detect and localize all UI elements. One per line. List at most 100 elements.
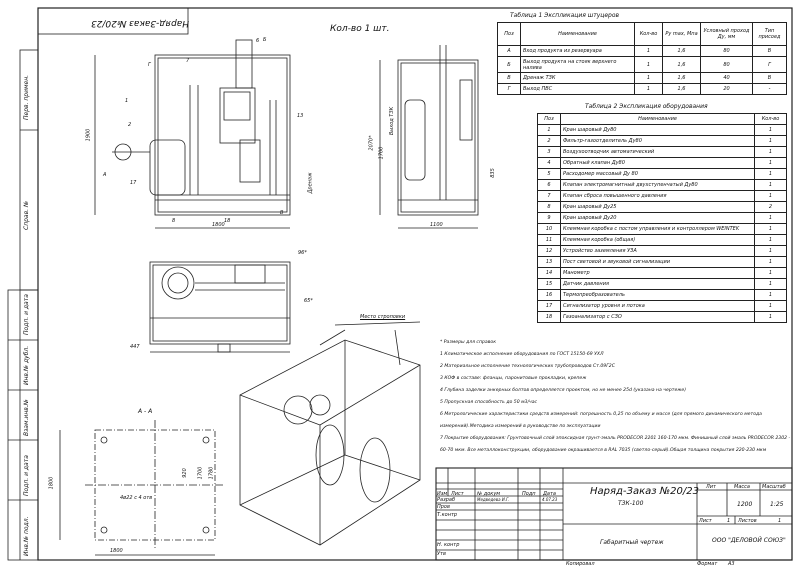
cell: 80 bbox=[700, 56, 753, 73]
cell: 1,6 bbox=[662, 56, 701, 73]
col-header-izm: Изм bbox=[437, 491, 448, 497]
format-label: Формат bbox=[697, 561, 718, 567]
hole-note: 4ø22 с 4 отв bbox=[120, 495, 153, 501]
cell: 7 bbox=[537, 190, 561, 202]
lit-label: Лит bbox=[706, 484, 716, 490]
cell: 1 bbox=[537, 124, 561, 136]
cell: 1,6 bbox=[662, 45, 701, 57]
cell: Устройство заземления УЗА bbox=[560, 245, 755, 257]
note-line: 7 Покрытие оборудования: Грунтовочный сл… bbox=[440, 436, 791, 453]
cell: Клеммная коробка (общая) bbox=[560, 234, 755, 246]
cell: 3 bbox=[537, 146, 561, 158]
cell: 1 bbox=[634, 72, 663, 84]
cell: 5 bbox=[537, 168, 561, 180]
cell: 1 bbox=[754, 168, 787, 180]
role-tech-control: Т.контр bbox=[437, 512, 458, 518]
side-label-ref-no: Справ. № bbox=[23, 200, 30, 230]
th-conn-type: Тип присоед bbox=[752, 22, 787, 46]
cell: 1 bbox=[754, 278, 787, 290]
cell: 12 bbox=[537, 245, 561, 257]
dim-1780: 1780 bbox=[208, 466, 215, 480]
note-line: 4 Глубина заделки анкерных болтов опреде… bbox=[440, 388, 687, 393]
top-view bbox=[149, 261, 291, 353]
cell: В bbox=[752, 72, 787, 84]
title-block-title: Наряд-Заказ №20/23 bbox=[590, 486, 699, 497]
cell: 10 bbox=[537, 223, 561, 235]
note-line: 1 Климатическое исполнение оборудования … bbox=[440, 352, 604, 357]
pos-7: 7 bbox=[186, 58, 190, 64]
note-line: 6 Метрологические характеристики средств… bbox=[440, 412, 762, 429]
dim-2070: 2070* bbox=[368, 135, 375, 151]
role-norm-control: Н. контр bbox=[437, 542, 460, 548]
developer-name: Медведева И.Г. bbox=[477, 497, 510, 502]
nozzle-a: А bbox=[103, 172, 107, 178]
cell: В bbox=[752, 45, 787, 57]
th-name: Наименование bbox=[560, 113, 755, 125]
cell: 1,6 bbox=[662, 72, 701, 84]
cell: 1 bbox=[634, 45, 663, 57]
nozzle-b: Б bbox=[263, 37, 267, 43]
cell: 1 bbox=[754, 267, 787, 279]
mass-label: Масса bbox=[734, 484, 750, 490]
nozzle-v: В bbox=[280, 210, 284, 216]
sheets-value: 1 bbox=[778, 518, 782, 524]
th-pressure: Py max, Мпа bbox=[662, 22, 701, 46]
cell: Датчик давления bbox=[560, 278, 755, 290]
role-approved: Утв bbox=[437, 551, 446, 557]
col-header-list: Лист bbox=[451, 491, 464, 497]
cell: 1 bbox=[754, 179, 787, 191]
cell: 1 bbox=[634, 56, 663, 73]
cell: 1 bbox=[754, 124, 787, 136]
cell: Б bbox=[497, 56, 521, 73]
label-tzk-outlet: Выход ТЗК bbox=[389, 106, 396, 136]
sling-label: Место строповки bbox=[360, 314, 406, 320]
cell: 17 bbox=[537, 300, 561, 312]
pos-18: 18 bbox=[224, 218, 231, 224]
cell: 40 bbox=[700, 72, 753, 84]
cell: 16 bbox=[537, 289, 561, 301]
cell: Г bbox=[497, 83, 521, 95]
cell: 1 bbox=[754, 157, 787, 169]
pos-13: 13 bbox=[297, 113, 304, 119]
dim-1800-section: 1800 bbox=[48, 476, 55, 490]
side-label-repl-inv: Взам.инв.№ bbox=[23, 399, 30, 436]
cell: 18 bbox=[537, 311, 561, 323]
role-developer: Разраб bbox=[437, 497, 456, 503]
copied-label: Копировал bbox=[566, 561, 595, 567]
scale-label: Масштаб bbox=[762, 484, 786, 490]
mass-value: 1200 bbox=[737, 501, 753, 508]
scale-value: 1:25 bbox=[770, 501, 784, 508]
cell: 8 bbox=[537, 201, 561, 213]
cell: 20 bbox=[700, 83, 753, 95]
dim-920: 920 bbox=[181, 468, 188, 478]
cell: 1 bbox=[754, 234, 787, 246]
cell: Кран шаровый Ду25 bbox=[560, 201, 755, 213]
pos-17: 17 bbox=[130, 180, 137, 186]
section-a-a bbox=[59, 420, 225, 556]
order-stamp-text: Наряд-Заказ №20/23 bbox=[91, 18, 189, 28]
side-label-orig-inv: Инв.№ подл. bbox=[23, 516, 30, 557]
cell: 1 bbox=[754, 223, 787, 235]
side-label-first-use: Перв. примен. bbox=[23, 74, 30, 120]
dim-1700-section: 1700 bbox=[197, 466, 204, 480]
cell: В bbox=[497, 72, 521, 84]
table2-caption: Таблица 2 Экспликация оборудования bbox=[585, 103, 708, 110]
th-name: Наименование bbox=[520, 22, 635, 46]
cell: Клапан электромагнитный двухступенчатый … bbox=[560, 179, 755, 191]
dim-1100: 1100 bbox=[430, 222, 443, 228]
cell: Вход продукта из резервуара bbox=[520, 45, 635, 57]
cell: 1 bbox=[754, 256, 787, 268]
